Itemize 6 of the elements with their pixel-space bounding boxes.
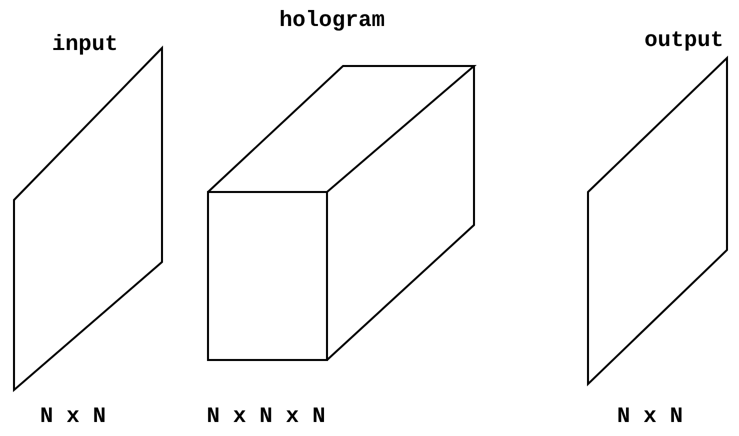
dimension-label: N x N xyxy=(617,404,683,430)
heading-label: output xyxy=(644,28,724,54)
heading-label: input xyxy=(52,32,118,58)
dimension-label: N x N xyxy=(40,404,106,430)
heading-label: hologram xyxy=(279,8,385,34)
dimension-label: N x N x N xyxy=(206,404,326,430)
